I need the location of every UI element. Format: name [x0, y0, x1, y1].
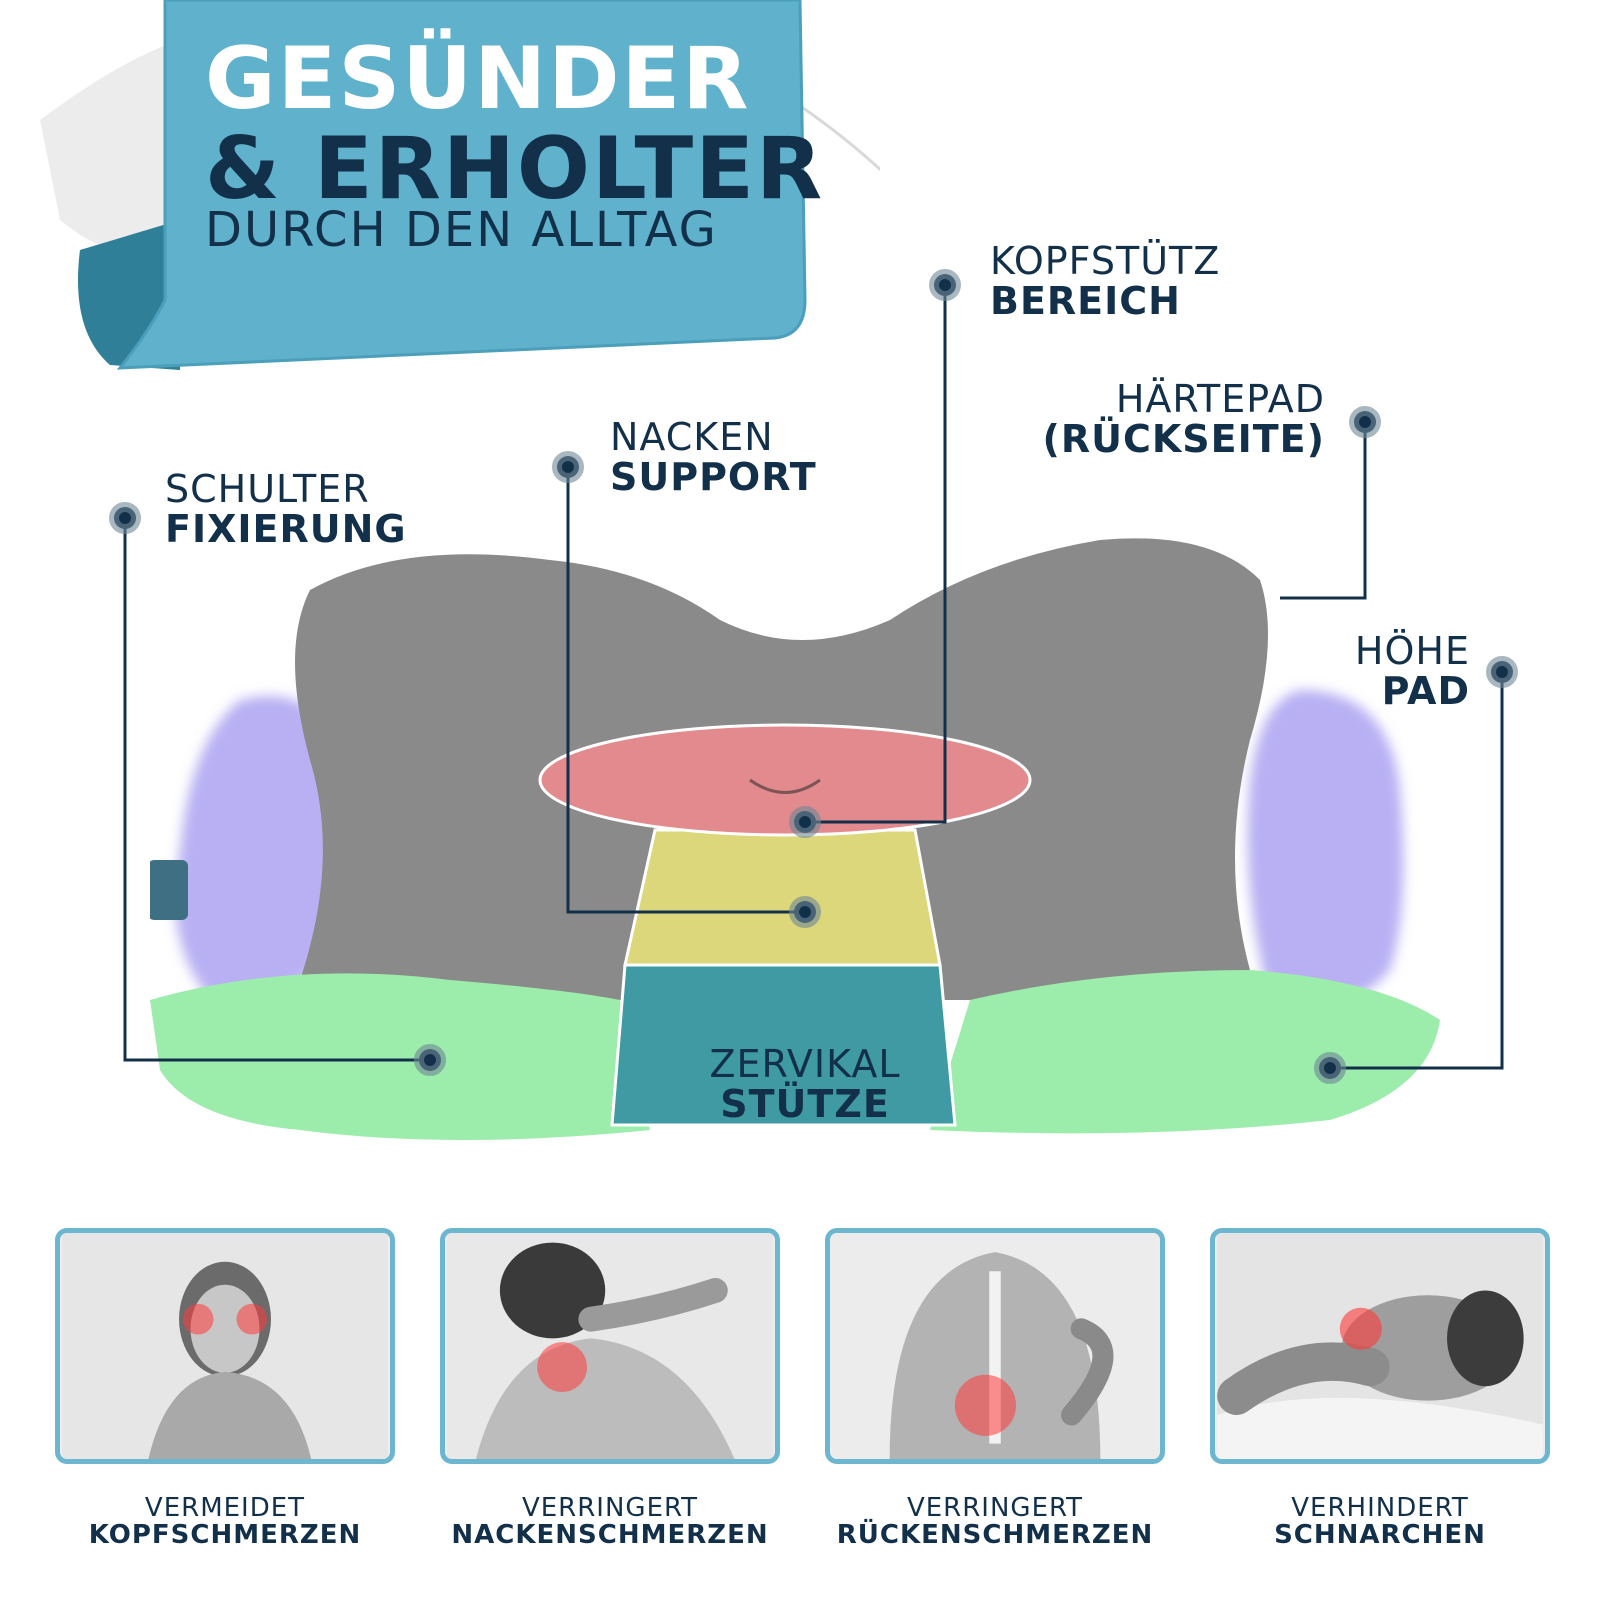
banner-title-line1: GESÜNDER	[205, 29, 751, 129]
label-nacken-thin: NACKEN	[610, 415, 774, 459]
benefit-card-headache	[55, 1228, 395, 1464]
label-schulter-bold: FIXIERUNG	[165, 506, 407, 551]
callout-dot-hoehe	[1486, 656, 1518, 688]
callout-dot-haerte	[1349, 406, 1381, 438]
neck-zone	[623, 828, 942, 967]
pillow-tag	[150, 860, 188, 920]
label-haertepad: HÄRTEPAD (RÜCKSEITE)	[1020, 377, 1325, 461]
shoulder-zone-left	[150, 973, 650, 1140]
benefit-caption-headache-bold: KOPFSCHMERZEN	[88, 1520, 362, 1551]
benefit-caption-neck-bold: NACKENSCHMERZEN	[451, 1520, 769, 1551]
benefit-caption-neck: VERRINGERT NACKENSCHMERZEN	[410, 1493, 810, 1551]
neck-pain-photo	[447, 1233, 773, 1459]
benefit-caption-headache: VERMEIDET KOPFSCHMERZEN	[25, 1493, 425, 1551]
feather-icon	[40, 40, 200, 262]
benefit-card-back	[825, 1228, 1165, 1464]
label-kopfstuetz-thin: KOPFSTÜTZ	[990, 239, 1221, 283]
label-nacken: NACKEN SUPPORT	[610, 415, 817, 499]
label-zervikal-thin: ZERVIKAL	[709, 1042, 901, 1086]
height-pad-right	[1247, 690, 1404, 1006]
benefit-card-snoring	[1210, 1228, 1550, 1464]
headache-photo	[62, 1233, 388, 1459]
benefit-caption-back-thin: VERRINGERT	[906, 1493, 1084, 1523]
label-kopfstuetz: KOPFSTÜTZ BEREICH	[990, 239, 1221, 323]
label-hoehe-thin: HÖHE	[1354, 629, 1470, 673]
shoulder-zone-right	[930, 970, 1440, 1134]
callout-dot-nacken	[552, 451, 584, 483]
banner-title-line2: & ERHOLTER	[205, 119, 825, 219]
label-zervikal-bold: STÜTZE	[720, 1081, 890, 1126]
label-haertepad-thin: HÄRTEPAD	[1115, 377, 1325, 421]
label-hoehe: HÖHE PAD	[1250, 629, 1470, 713]
callout-dot-schulter	[109, 502, 141, 534]
benefit-caption-snoring-bold: SCHNARCHEN	[1274, 1520, 1486, 1551]
label-haertepad-bold: (RÜCKSEITE)	[1042, 416, 1325, 461]
benefit-caption-neck-thin: VERRINGERT	[521, 1493, 699, 1523]
label-schulter: SCHULTER FIXIERUNG	[165, 467, 407, 551]
back-pain-photo	[832, 1233, 1158, 1459]
label-schulter-thin: SCHULTER	[165, 467, 370, 511]
head-zone	[538, 723, 1032, 837]
benefit-caption-snoring-thin: VERHINDERT	[1291, 1493, 1469, 1523]
label-kopfstuetz-bold: BEREICH	[990, 278, 1181, 323]
callout-dot-kopf	[929, 269, 961, 301]
benefit-card-neck	[440, 1228, 780, 1464]
label-hoehe-bold: PAD	[1381, 668, 1470, 713]
benefit-caption-snoring: VERHINDERT SCHNARCHEN	[1180, 1493, 1580, 1551]
banner-ribbon	[40, 0, 880, 370]
banner-subtitle: DURCH DEN ALLTAG	[205, 202, 718, 258]
benefit-caption-back: VERRINGERT RÜCKENSCHMERZEN	[795, 1493, 1195, 1551]
label-zervikal: ZERVIKAL STÜTZE	[650, 1042, 960, 1126]
snoring-photo	[1217, 1233, 1543, 1459]
benefit-caption-back-bold: RÜCKENSCHMERZEN	[836, 1520, 1154, 1551]
label-nacken-bold: SUPPORT	[610, 454, 817, 499]
benefit-caption-headache-thin: VERMEIDET	[144, 1493, 306, 1523]
